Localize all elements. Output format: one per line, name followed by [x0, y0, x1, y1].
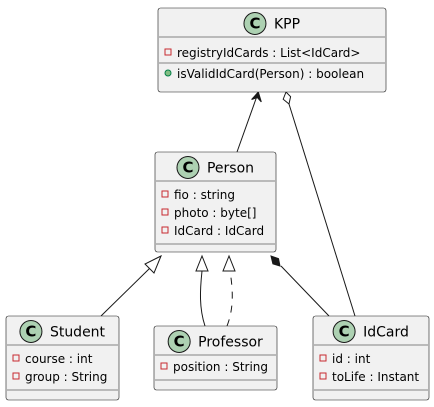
- private-visibility-icon: [161, 226, 169, 234]
- inheritance-professor-person: [199, 270, 206, 327]
- association-person-kpp: [236, 95, 258, 153]
- class-badge-icon: [176, 156, 200, 179]
- private-visibility-icon: [12, 354, 20, 362]
- class-name: Professor: [198, 335, 263, 351]
- composition-diamond: [270, 255, 281, 267]
- relations: [100, 91, 356, 327]
- class-stereotype: C: [249, 15, 260, 33]
- class-field: id : int: [332, 352, 371, 366]
- class-badge-icon: [19, 320, 43, 343]
- public-visibility-icon: [164, 69, 172, 77]
- inheritance-student-person: [100, 267, 151, 317]
- class-method: isValidIdCard(Person) : boolean: [177, 67, 364, 81]
- class-stereotype: C: [339, 323, 350, 341]
- class-badge-icon: [243, 12, 267, 35]
- private-visibility-icon: [319, 354, 327, 362]
- private-visibility-icon: [319, 372, 327, 380]
- private-visibility-icon: [164, 48, 172, 56]
- association-arrowhead: [251, 91, 262, 103]
- class-name: Student: [50, 325, 106, 341]
- private-visibility-icon: [12, 372, 20, 380]
- private-visibility-icon: [161, 190, 169, 198]
- class-badge-icon: [332, 320, 356, 343]
- class-field: fio : string: [174, 188, 235, 202]
- class-badge-icon: [167, 330, 191, 353]
- class-name: IdCard: [363, 325, 409, 341]
- class-box: [157, 7, 387, 93]
- class-field: toLife : Instant: [332, 370, 419, 384]
- class-field: registryIdCards : List<IdCard>: [177, 46, 360, 60]
- class-idcard[interactable]: IdCard Cid : int toLife : Instant: [312, 315, 430, 401]
- class-stereotype: C: [174, 333, 185, 351]
- realization-professor-person: [226, 270, 233, 327]
- class-name: KPP: [274, 17, 300, 33]
- inheritance-triangle: [144, 254, 162, 274]
- class-name: Person: [207, 161, 254, 177]
- aggregation-idcard-kpp: [288, 103, 356, 317]
- class-stereotype: C: [182, 159, 193, 177]
- class-field: IdCard : IdCard: [174, 224, 264, 238]
- class-field: photo : byte[]: [174, 206, 256, 220]
- aggregation-diamond: [282, 91, 292, 105]
- private-visibility-icon: [161, 208, 169, 216]
- realization-triangle: [222, 254, 236, 272]
- class-field: group : String: [25, 370, 107, 384]
- private-visibility-icon: [160, 362, 168, 370]
- class-stereotype: C: [25, 323, 36, 341]
- composition-idcard-person: [280, 265, 330, 317]
- class-field: position : String: [173, 360, 268, 374]
- class-field: course : int: [25, 352, 93, 366]
- inheritance-triangle: [195, 254, 209, 272]
